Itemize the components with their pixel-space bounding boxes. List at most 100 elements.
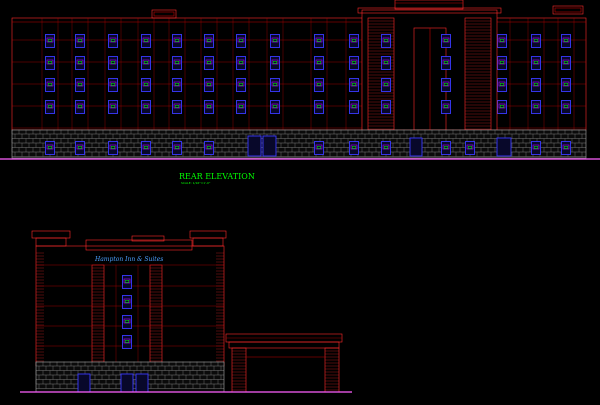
window-tag: [174, 83, 180, 86]
window-frame: [531, 141, 541, 155]
window-frame: [172, 100, 182, 114]
window-ptac-grille: [109, 59, 117, 65]
window-ptac-grille: [442, 144, 450, 150]
window-ptac-grille: [350, 59, 358, 65]
window-frame: [561, 141, 571, 155]
window-frame: [141, 141, 151, 155]
window-tag: [563, 61, 569, 64]
window-frame: [270, 34, 280, 48]
rear-window: [314, 34, 324, 48]
rear-window: [349, 34, 359, 48]
window-frame: [108, 100, 118, 114]
rear-window: [531, 34, 541, 48]
window-ptac-grille: [532, 37, 540, 43]
window-frame: [172, 78, 182, 92]
rear-window: [349, 78, 359, 92]
window-frame: [441, 78, 451, 92]
side-window: [122, 275, 132, 289]
window-tag: [351, 61, 357, 64]
window-frame: [314, 78, 324, 92]
window-tag: [272, 39, 278, 42]
window-tag: [206, 61, 212, 64]
stone-base-outline: [11, 129, 587, 159]
building-signage: Hampton Inn & Suites: [94, 256, 163, 263]
rear-window: [141, 100, 151, 114]
rear-window: [108, 78, 118, 92]
side-door-right: [135, 373, 149, 393]
window-frame: [141, 100, 151, 114]
window-frame: [531, 100, 541, 114]
rear-window: [561, 56, 571, 70]
window-frame: [204, 100, 214, 114]
window-ptac-grille: [498, 103, 506, 109]
rear-window: [141, 56, 151, 70]
window-frame: [441, 141, 451, 155]
window-tag: [443, 105, 449, 108]
window-tag: [47, 61, 53, 64]
window-ptac-grille: [237, 59, 245, 65]
rear-window: [314, 78, 324, 92]
window-tag: [77, 83, 83, 86]
window-ptac-grille: [271, 59, 279, 65]
window-ptac-grille: [76, 81, 84, 87]
window-frame: [349, 78, 359, 92]
window-tag: [499, 83, 505, 86]
base-window: [141, 141, 151, 155]
window-ptac-grille: [442, 81, 450, 87]
window-tag: [443, 83, 449, 86]
window-frame: [441, 34, 451, 48]
window-ptac-grille: [350, 103, 358, 109]
window-tag: [143, 146, 149, 149]
window-tag: [533, 61, 539, 64]
window-ptac-grille: [442, 103, 450, 109]
rear-window: [172, 56, 182, 70]
window-frame: [270, 56, 280, 70]
rear-window: [45, 56, 55, 70]
window-ptac-grille: [532, 81, 540, 87]
window-frame: [531, 78, 541, 92]
rear-window: [349, 56, 359, 70]
right-corner-courses: [216, 252, 224, 362]
window-frame: [45, 56, 55, 70]
rear-window: [172, 34, 182, 48]
left-corner-courses: [36, 252, 44, 362]
window-frame: [204, 141, 214, 155]
window-tag: [563, 146, 569, 149]
canopy-column-left: [231, 347, 247, 393]
window-frame: [441, 100, 451, 114]
window-frame: [75, 56, 85, 70]
window-frame: [108, 141, 118, 155]
window-ptac-grille: [109, 103, 117, 109]
window-ptac-grille: [350, 37, 358, 43]
rear-window: [561, 78, 571, 92]
side-elevation-view: Hampton Inn & Suites: [20, 230, 352, 393]
window-tag: [110, 61, 116, 64]
window-tag: [316, 146, 322, 149]
window-frame: [204, 78, 214, 92]
base-window: [349, 141, 359, 155]
window-frame: [108, 78, 118, 92]
side-window: [122, 295, 132, 309]
window-ptac-grille: [173, 59, 181, 65]
side-window: [122, 335, 132, 349]
window-tag: [383, 105, 389, 108]
rear-window: [141, 78, 151, 92]
window-ptac-grille: [498, 81, 506, 87]
window-tag: [383, 61, 389, 64]
window-frame: [45, 78, 55, 92]
window-tag: [47, 105, 53, 108]
window-frame: [381, 78, 391, 92]
window-tag: [124, 300, 130, 303]
side-pier-left-courses: [92, 267, 104, 362]
window-tag: [563, 105, 569, 108]
window-frame: [45, 141, 55, 155]
window-tag: [110, 146, 116, 149]
base-window: [441, 141, 451, 155]
base-window: [45, 141, 55, 155]
rear-elevation-view: [0, 0, 600, 160]
rear-window: [172, 100, 182, 114]
window-frame: [45, 34, 55, 48]
window-frame: [236, 34, 246, 48]
window-frame: [349, 141, 359, 155]
rear-window: [236, 78, 246, 92]
